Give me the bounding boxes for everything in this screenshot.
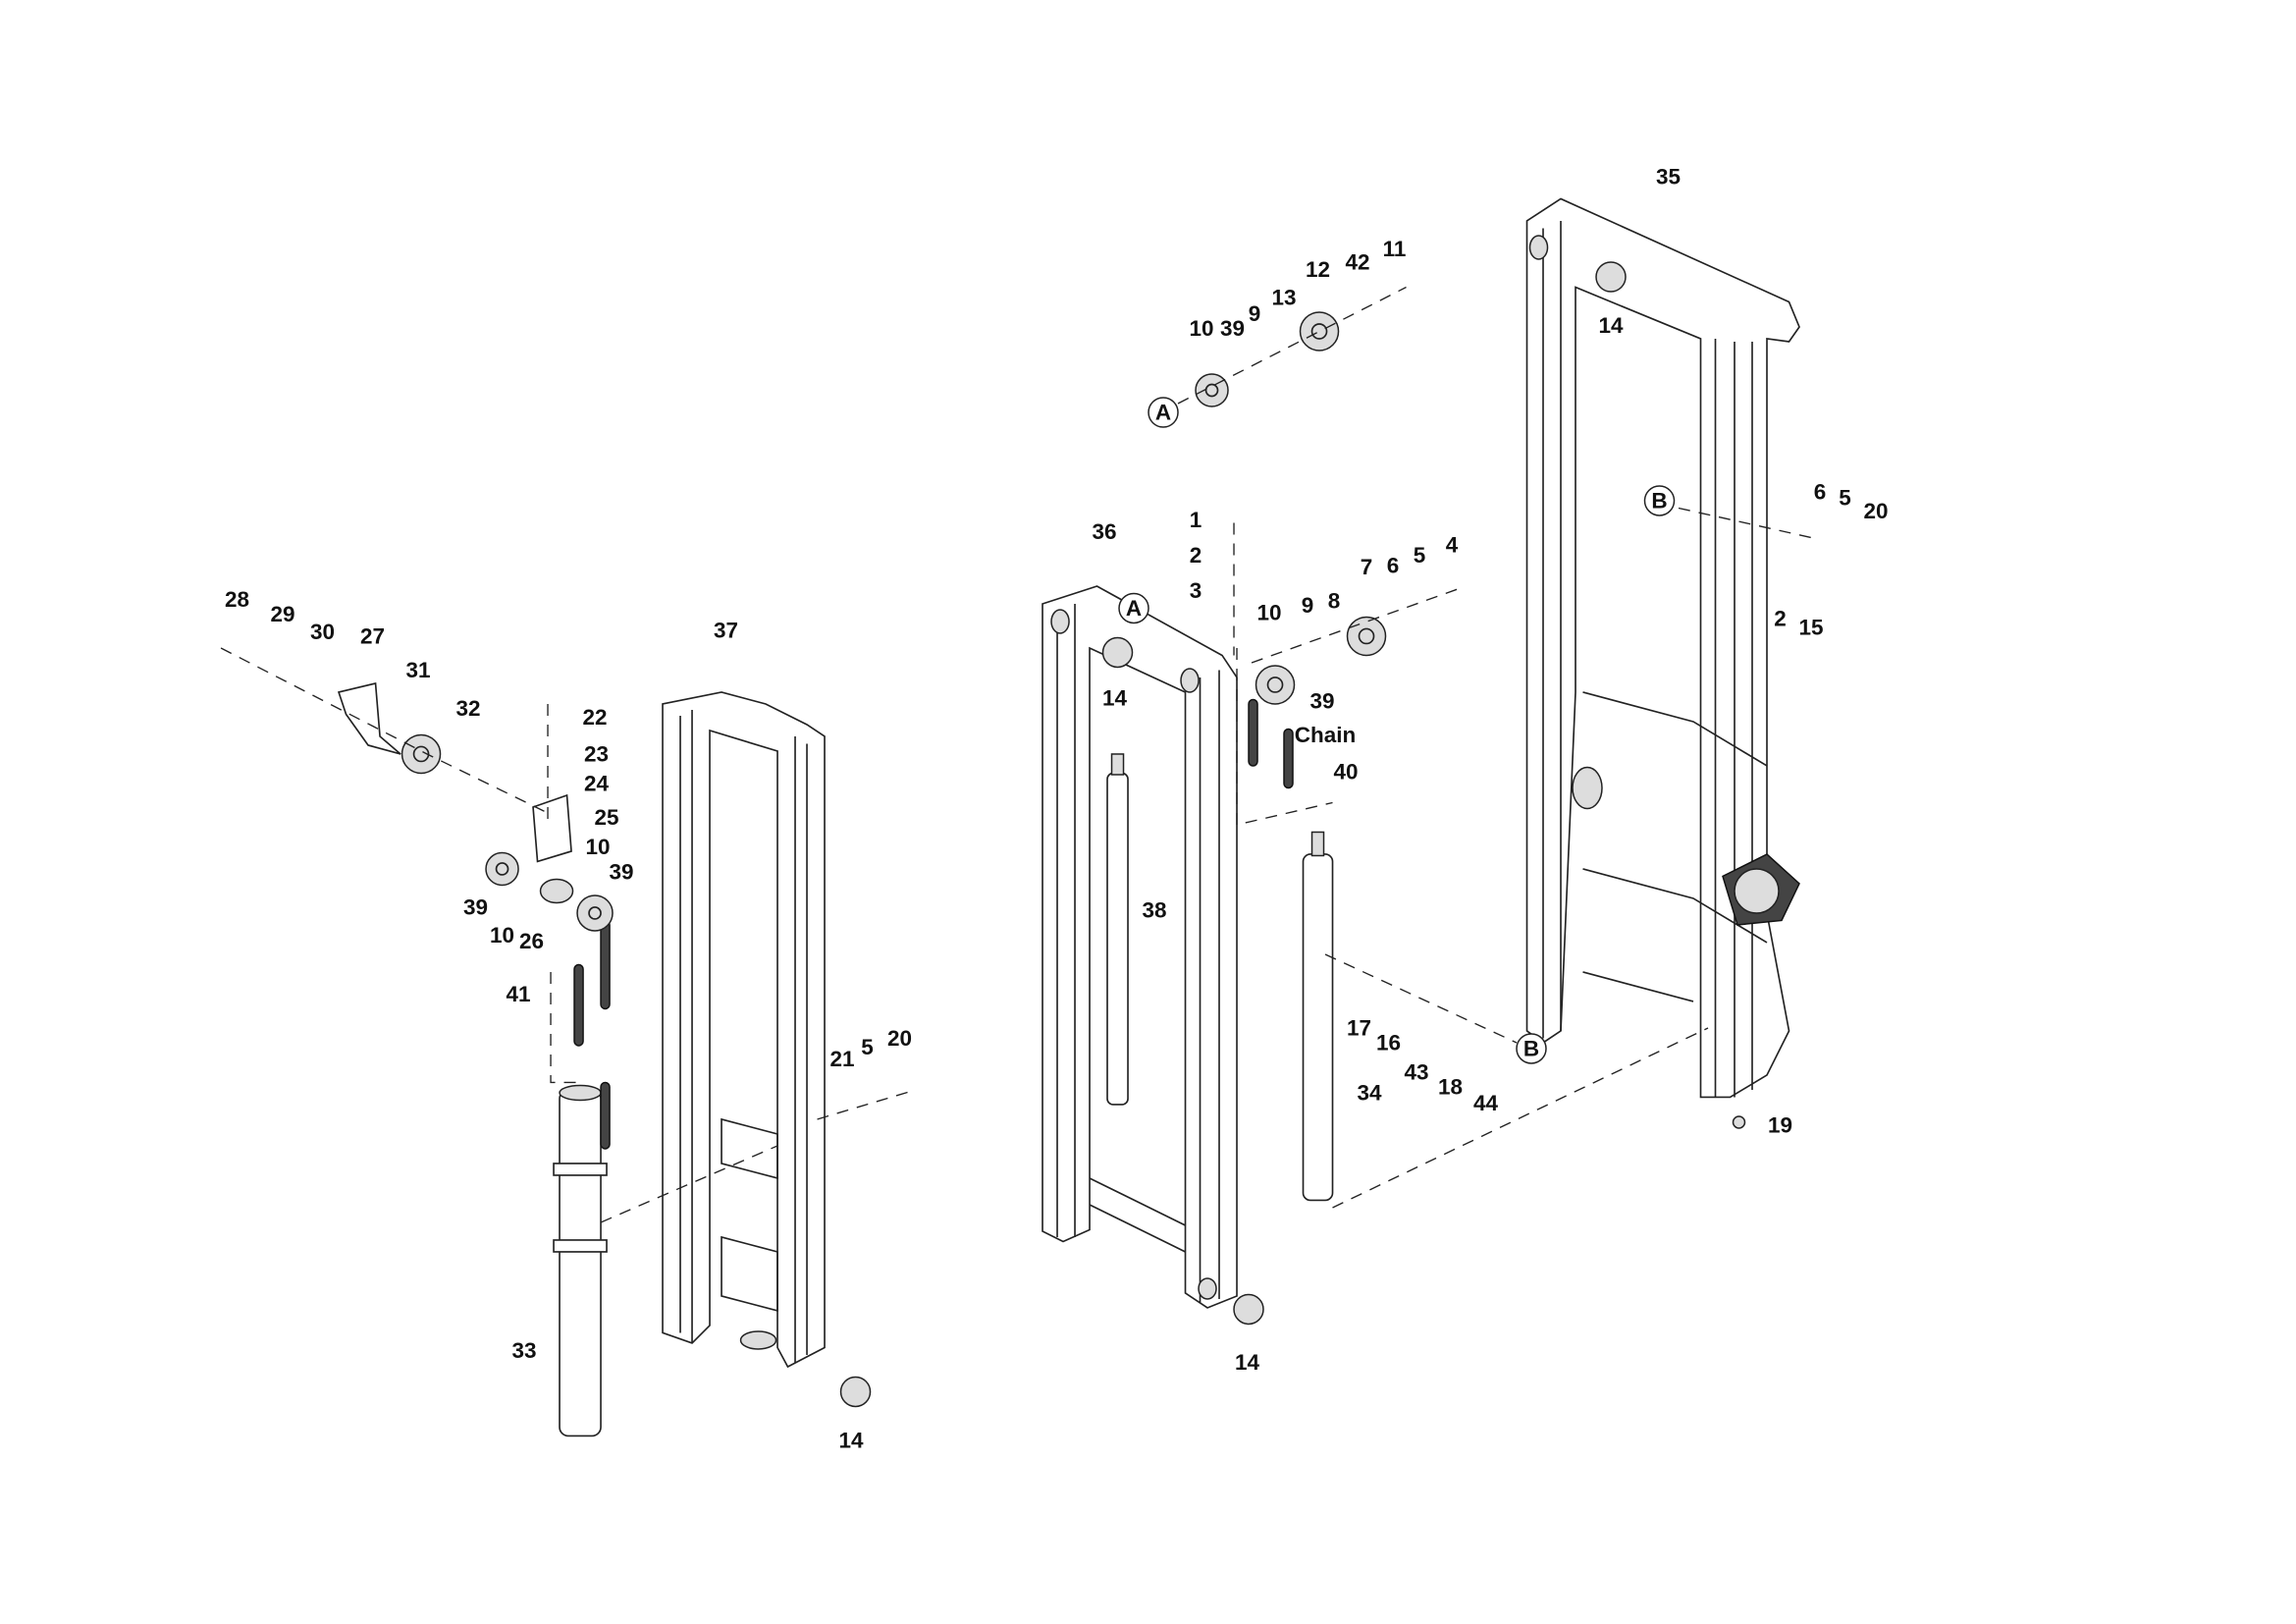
callout-label-42: 42 xyxy=(1346,249,1370,274)
chains xyxy=(573,698,1294,1150)
callout-label-10: 10 xyxy=(490,923,514,947)
callout-label-19: 19 xyxy=(1768,1112,1792,1137)
callout-label-27: 27 xyxy=(360,623,385,648)
callout-label-20: 20 xyxy=(887,1026,912,1051)
callout-label-8: 8 xyxy=(1328,588,1341,613)
reference-marker-b: B xyxy=(1516,1033,1547,1064)
outer-mast xyxy=(1525,197,1800,1099)
callout-label-29: 29 xyxy=(271,602,295,626)
callout-label-25: 25 xyxy=(595,805,619,830)
callout-label-22: 22 xyxy=(583,705,608,730)
callout-label-35: 35 xyxy=(1656,164,1681,189)
callout-label-10: 10 xyxy=(586,835,611,859)
callout-label-21: 21 xyxy=(830,1047,855,1071)
callout-label-38: 38 xyxy=(1143,897,1167,922)
rollers xyxy=(337,261,1780,1408)
callout-label-39: 39 xyxy=(463,894,488,919)
callout-label-7: 7 xyxy=(1361,555,1373,579)
cylinder-33 xyxy=(553,1084,608,1437)
intermediate-mast xyxy=(1041,585,1238,1309)
reference-marker-label: A xyxy=(1155,400,1171,424)
callout-label-6: 6 xyxy=(1814,479,1827,504)
callout-label-39: 39 xyxy=(1310,688,1335,713)
callout-label-chain: Chain xyxy=(1295,723,1356,747)
callout-label-3: 3 xyxy=(1190,578,1202,603)
callout-label-34: 34 xyxy=(1358,1080,1383,1105)
callout-label-4: 4 xyxy=(1446,532,1459,557)
callout-label-5: 5 xyxy=(1839,485,1851,510)
callout-label-17: 17 xyxy=(1347,1015,1371,1040)
callout-label-16: 16 xyxy=(1376,1030,1401,1055)
callout-label-33: 33 xyxy=(512,1338,537,1363)
reference-marker-b: B xyxy=(1643,485,1676,516)
callout-label-39: 39 xyxy=(1220,316,1245,341)
reference-marker-label: B xyxy=(1651,488,1667,513)
callout-label-10: 10 xyxy=(1257,600,1282,624)
callout-label-41: 41 xyxy=(507,982,531,1006)
callout-label-6: 6 xyxy=(1387,553,1400,577)
callout-label-12: 12 xyxy=(1306,257,1330,282)
callout-label-43: 43 xyxy=(1405,1059,1429,1084)
reference-marker-a: A xyxy=(1118,592,1149,624)
callout-label-24: 24 xyxy=(584,771,610,795)
callout-label-5: 5 xyxy=(1414,543,1426,568)
reference-markers: A A B B xyxy=(1118,397,1676,1064)
callout-label-31: 31 xyxy=(406,658,431,682)
callout-label-10: 10 xyxy=(1190,316,1214,341)
callout-label-13: 13 xyxy=(1272,285,1297,309)
callout-label-23: 23 xyxy=(584,741,609,766)
callout-label-32: 32 xyxy=(456,696,481,721)
callout-label-26: 26 xyxy=(519,929,544,953)
callout-label-14: 14 xyxy=(1599,313,1625,338)
callout-label-44: 44 xyxy=(1473,1091,1499,1115)
callout-label-2: 2 xyxy=(1190,543,1202,568)
callout-label-28: 28 xyxy=(225,587,249,612)
callout-label-14: 14 xyxy=(839,1428,865,1452)
cylinder-34 xyxy=(1302,831,1334,1202)
assembly-lines xyxy=(220,286,1812,1223)
callout-label-30: 30 xyxy=(310,620,335,644)
reference-marker-label: B xyxy=(1523,1036,1539,1060)
callout-label-18: 18 xyxy=(1438,1074,1463,1099)
callout-label-20: 20 xyxy=(1863,499,1888,523)
callout-label-2: 2 xyxy=(1774,606,1787,630)
callout-label-14: 14 xyxy=(1102,685,1128,710)
callout-label-1: 1 xyxy=(1190,508,1202,532)
callout-label-39: 39 xyxy=(610,859,634,884)
callout-label-36: 36 xyxy=(1093,519,1117,544)
cylinder-38 xyxy=(1106,753,1129,1106)
callout-label-9: 9 xyxy=(1249,301,1261,326)
callout-label-37: 37 xyxy=(714,618,738,642)
inner-mast-left xyxy=(662,691,826,1369)
reference-marker-a: A xyxy=(1148,397,1179,428)
callout-label-14: 14 xyxy=(1235,1350,1260,1375)
callout-label-15: 15 xyxy=(1798,615,1823,639)
callout-label-40: 40 xyxy=(1334,759,1359,784)
reference-marker-label: A xyxy=(1126,596,1142,621)
callout-label-11: 11 xyxy=(1383,237,1407,261)
callout-label-9: 9 xyxy=(1302,593,1314,618)
callout-label-5: 5 xyxy=(861,1035,874,1059)
